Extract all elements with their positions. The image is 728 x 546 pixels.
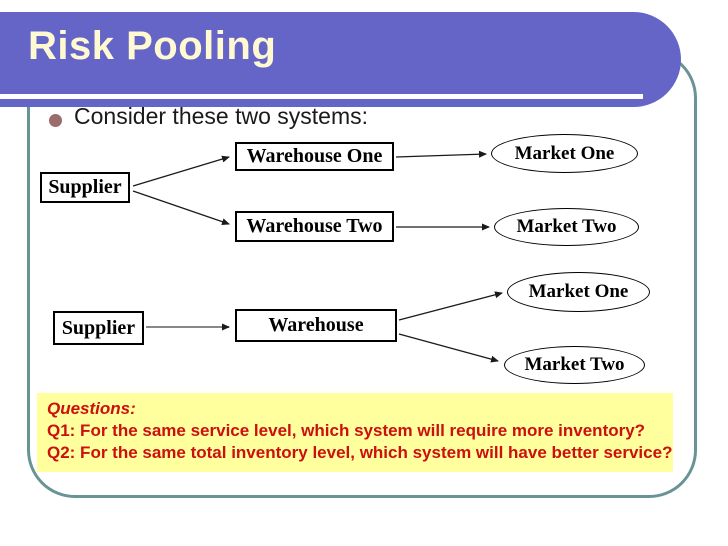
question-q1: Q1: For the same service level, which sy…	[47, 421, 646, 440]
bullet-text: Consider these two systems:	[74, 103, 369, 129]
node-warehouse-one: Warehouse One	[235, 142, 394, 171]
node-market-two-system1: Market Two	[494, 208, 639, 246]
node-market-one-system2: Market One	[507, 272, 650, 312]
node-supplier-system2: Supplier	[53, 311, 144, 345]
bullet-icon	[49, 114, 62, 127]
node-warehouse-two: Warehouse Two	[235, 211, 394, 242]
node-market-one-system1: Market One	[491, 134, 638, 173]
node-market-two-system2: Market Two	[504, 346, 645, 384]
slide-title: Risk Pooling	[28, 24, 277, 68]
node-supplier-system1: Supplier	[40, 172, 130, 203]
questions-heading: Questions:	[47, 399, 136, 418]
banner-accent-stripe	[0, 94, 643, 99]
questions-callout: Questions: Q1: For the same service leve…	[37, 393, 673, 472]
title-banner	[0, 12, 681, 107]
question-q2: Q2: For the same total inventory level, …	[47, 443, 673, 462]
node-warehouse-central: Warehouse	[235, 309, 397, 342]
